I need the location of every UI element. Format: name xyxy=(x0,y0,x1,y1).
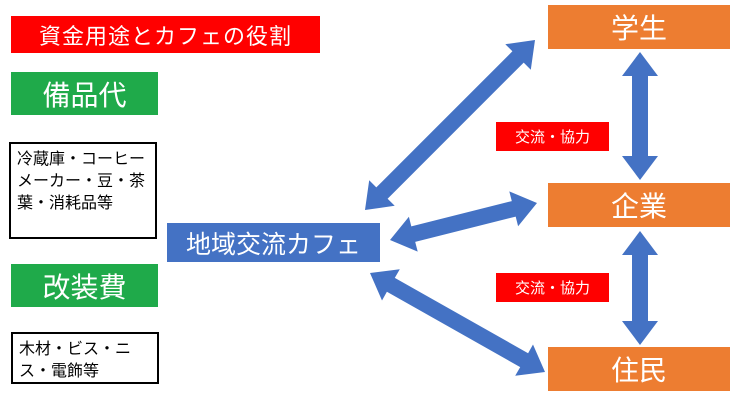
arrow-cafe-student xyxy=(365,40,535,210)
actor-residents: 住民 xyxy=(548,347,730,391)
relation-label-upper: 交流・協力 xyxy=(496,122,609,151)
renovation-cost-label: 改装費 xyxy=(11,264,158,307)
equipment-items: 冷蔵庫・コーヒーメーカー・豆・茶葉・消耗品等 xyxy=(9,142,157,239)
relation-label-lower: 交流・協力 xyxy=(496,273,609,302)
arrow-student-company xyxy=(622,52,658,180)
community-cafe-box: 地域交流カフェ xyxy=(167,223,380,262)
actor-students: 学生 xyxy=(548,5,730,49)
arrow-company-resident xyxy=(622,231,658,345)
actor-companies: 企業 xyxy=(548,183,730,227)
renovation-items: 木材・ビス・ニス・電飾等 xyxy=(11,332,159,384)
arrow-cafe-resident xyxy=(370,269,545,376)
equipment-cost-label: 備品代 xyxy=(11,72,158,115)
page-title: 資金用途とカフェの役割 xyxy=(11,16,320,53)
arrow-cafe-company xyxy=(390,191,537,252)
